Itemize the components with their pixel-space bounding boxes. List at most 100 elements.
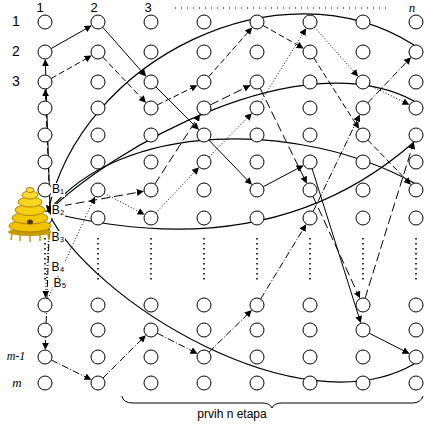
stage-circle xyxy=(38,101,52,115)
route-arrow xyxy=(51,360,91,379)
stage-circle xyxy=(250,75,264,89)
stage-circle xyxy=(197,128,211,142)
stage-circle xyxy=(38,298,52,312)
route-lines xyxy=(45,14,414,382)
stage-circle xyxy=(250,323,264,337)
stage-circle xyxy=(409,376,423,390)
stage-circle xyxy=(197,211,211,225)
route-arrow xyxy=(261,29,306,102)
stage-circle xyxy=(250,183,264,197)
stage-circle xyxy=(303,155,317,169)
stage-circle xyxy=(409,101,423,115)
route-arrow xyxy=(209,28,252,77)
route-arrow xyxy=(315,27,358,76)
route-arrow xyxy=(157,333,197,353)
beehive-icon xyxy=(8,188,52,243)
stage-circle xyxy=(197,155,211,169)
route-arrow xyxy=(157,86,197,105)
stage-circle xyxy=(409,75,423,89)
stage-circle xyxy=(356,183,370,197)
route-arrow xyxy=(48,197,95,298)
stage-circle xyxy=(197,298,211,312)
hive-fringe xyxy=(11,234,49,242)
stage-circle xyxy=(303,183,317,197)
stage-circle xyxy=(91,211,105,225)
route-arrow xyxy=(313,115,359,211)
route-arrow xyxy=(210,86,250,105)
stage-circle xyxy=(144,323,158,337)
stage-circle xyxy=(303,15,317,29)
vertical-ellipsis xyxy=(97,238,99,282)
stage-circle xyxy=(91,155,105,169)
column-number: 2 xyxy=(90,1,97,15)
stage-circle xyxy=(38,376,52,390)
stage-circle xyxy=(197,350,211,364)
route-arrow xyxy=(156,168,199,213)
stage-circle xyxy=(144,211,158,225)
stage-circle xyxy=(356,155,370,169)
stage-circle xyxy=(38,183,52,197)
vertical-ellipsis xyxy=(362,238,364,282)
route-arrow xyxy=(312,169,360,323)
stage-circle xyxy=(250,101,264,115)
route-arrow xyxy=(104,193,144,214)
row-number: m xyxy=(12,376,21,390)
row-number: 2 xyxy=(12,44,20,59)
route-arrow xyxy=(103,27,146,76)
stage-circle xyxy=(250,211,264,225)
stage-circle xyxy=(356,75,370,89)
row-number: m-1 xyxy=(7,350,26,363)
stage-circle xyxy=(409,155,423,169)
hive-entrance xyxy=(27,220,33,225)
vertical-ellipsis xyxy=(309,238,311,282)
path-label: B₄ xyxy=(51,261,66,274)
stage-circle xyxy=(250,155,264,169)
route-arrow xyxy=(51,56,91,79)
stage-circle xyxy=(144,15,158,29)
vertical-ellipsis xyxy=(256,238,258,282)
stage-circle xyxy=(197,101,211,115)
stage-circle xyxy=(356,298,370,312)
route-arrow xyxy=(155,115,200,184)
stage-circle xyxy=(409,211,423,225)
stage-circle xyxy=(303,211,317,225)
stage-circle xyxy=(144,183,158,197)
route-arrow xyxy=(365,143,414,299)
stage-circle xyxy=(197,15,211,29)
ellipsis-dots xyxy=(175,7,390,8)
stage-circle xyxy=(356,101,370,115)
stage-circle xyxy=(197,183,211,197)
stage-circle xyxy=(356,15,370,29)
vertical-ellipsis xyxy=(203,238,205,282)
stage-circle xyxy=(356,323,370,337)
route-arrow xyxy=(369,85,409,104)
brace xyxy=(122,396,423,408)
route-arrow xyxy=(209,114,251,157)
stage-circle xyxy=(38,128,52,142)
stage-circle xyxy=(250,45,264,59)
stage-circle xyxy=(144,45,158,59)
route-arrow xyxy=(314,58,359,128)
stage-circle xyxy=(197,45,211,59)
stage-circle xyxy=(91,15,105,29)
stage-circle xyxy=(303,323,317,337)
stage-circle xyxy=(91,298,105,312)
stage-circle xyxy=(144,376,158,390)
stage-circle xyxy=(144,298,158,312)
stage-circle xyxy=(250,376,264,390)
stage-circle xyxy=(144,350,158,364)
stage-circle xyxy=(409,298,423,312)
route-arrow xyxy=(260,88,306,183)
stage-circle xyxy=(303,298,317,312)
return-curve xyxy=(48,142,414,229)
return-curve xyxy=(48,83,414,212)
stage-circle xyxy=(91,128,105,142)
stage-circle xyxy=(356,128,370,142)
vertical-ellipsis xyxy=(415,238,417,282)
stage-circle xyxy=(409,350,423,364)
stage-caption: prvih n etapa xyxy=(197,408,266,421)
stage-circle xyxy=(303,101,317,115)
route-arrow xyxy=(369,333,409,353)
stage-circle xyxy=(91,350,105,364)
